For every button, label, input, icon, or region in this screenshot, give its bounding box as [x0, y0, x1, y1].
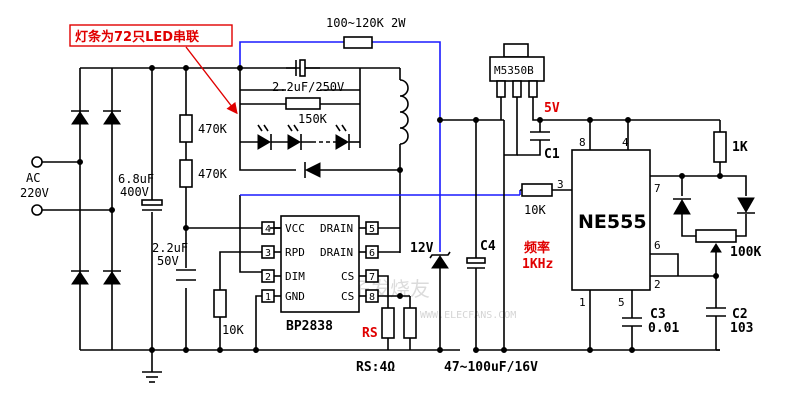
ne555-pin-1: 1: [579, 296, 586, 309]
resistor-top: [343, 36, 373, 49]
r10k-dim-label: 10K: [222, 323, 244, 337]
diode-pin7-a-icon: [673, 198, 691, 215]
cap-led-label: 2.2uF/250V: [272, 80, 344, 94]
zener-label: 12V: [410, 241, 434, 256]
cap-vcc-value: 2.2uF: [152, 241, 188, 255]
ground-icon: [142, 371, 162, 383]
capacitor-vcc: 2.2uF 50V: [152, 241, 196, 281]
bp2838-pin-label-left: DIM: [285, 270, 305, 283]
led-section: 2.2uF/250V 150K: [239, 59, 409, 253]
ne555-pin-8: 8: [579, 136, 586, 149]
rs-label: RS: [362, 326, 378, 341]
freewheel-diode-icon: [304, 162, 321, 178]
bp2838-pin-num-left: 2: [265, 272, 271, 283]
bp2838-pin-label-right: CS: [341, 270, 354, 283]
capacitor-c3: C3 0.01: [622, 290, 679, 350]
led-icon-2: [287, 124, 302, 150]
ne555-pin-6: 6: [654, 239, 661, 252]
regulator-m5350b: M5350B: [489, 43, 545, 98]
c3-label: C3: [650, 307, 666, 322]
watermark-sub: WWW.ELECFANS.COM: [420, 310, 516, 321]
r10k-555-label: 10K: [524, 203, 546, 217]
bridge-diode-2: [103, 110, 121, 125]
c2-label: C2: [732, 307, 748, 322]
diode-pin7-b-icon: [737, 197, 755, 214]
bp2838-pin-num-left: 4: [265, 224, 271, 235]
resistor-rs-1: [381, 307, 395, 339]
bp2838-pin-label-right: DRAIN: [320, 222, 353, 235]
rail-5v-label: 5V: [544, 101, 560, 116]
led-icon-1: [257, 124, 272, 150]
chip-ne555: NE555 8 4 3 7 6 2 1 5: [557, 136, 661, 309]
resistor-rs-2: [403, 307, 417, 339]
freq-value: 1KHz: [522, 257, 553, 272]
zener-icon: [429, 251, 451, 350]
ne555-pin-2: 2: [654, 278, 661, 291]
potentiometer-100k: [695, 229, 737, 243]
c4-label: C4: [480, 239, 496, 254]
rs-value: RS:4Ω: [356, 360, 395, 375]
bridge-diode-4: [103, 270, 121, 285]
r150k-label: 150K: [298, 112, 328, 126]
cap-vcc-rating: 50V: [157, 254, 179, 268]
freq-label: 频率: [524, 240, 550, 256]
capacitor-bulk: 6.8uF 400V: [118, 65, 163, 372]
ne555-pin-7: 7: [654, 182, 661, 195]
ne555-pin-3: 3: [557, 178, 564, 191]
inductor-icon: [399, 68, 409, 253]
capacitor-c2: C2 103: [706, 307, 753, 350]
resistor-470k-b: 470K: [179, 159, 228, 353]
c1-label: C1: [544, 147, 560, 162]
ac-voltage-label: 220V: [20, 186, 49, 200]
resistor-1k: [713, 131, 727, 163]
cap-bulk-rating: 400V: [120, 185, 149, 199]
bp2838-pin-num-left: 1: [265, 292, 271, 303]
led-icon-3: [335, 124, 350, 150]
bp2838-pin-label-left: VCC: [285, 222, 305, 235]
ac-terminal-bottom: [31, 204, 43, 216]
r470b-label: 470K: [198, 167, 228, 181]
bridge-diode-1: [71, 110, 89, 125]
r470a-label: 470K: [198, 122, 228, 136]
bp2838-pin-num-left: 3: [265, 248, 271, 259]
annotation: 灯条为72只LED串联: [69, 24, 238, 115]
bridge-diode-3: [71, 270, 89, 285]
regulator-label: M5350B: [494, 64, 534, 77]
bp2838-pin-num-right: 7: [369, 272, 375, 283]
bp2838-pin-label-right: CS: [341, 290, 354, 303]
bp2838-pin-label-left: RPD: [285, 246, 305, 259]
bp2838-pin-label-right: DRAIN: [320, 246, 353, 259]
bp2838-pin-num-right: 6: [369, 248, 375, 259]
ne555-pin-5: 5: [618, 296, 625, 309]
ne555-pin-4: 4: [622, 136, 629, 149]
ac-terminal-top: [31, 156, 43, 168]
pot-label: 100K: [730, 245, 761, 260]
c3-value: 0.01: [648, 321, 679, 336]
capacitor-c1: C1: [517, 120, 560, 162]
cap-bulk-value: 6.8uF: [118, 172, 154, 186]
r-top-label: 100~120K 2W: [326, 16, 406, 30]
resistor-470k-a: 470K: [179, 65, 228, 160]
bp2838-pin-label-left: GND: [285, 290, 305, 303]
ac-input: AC 220V: [20, 156, 112, 216]
ac-label: AC: [26, 171, 40, 185]
bridge-rectifier: [71, 67, 460, 351]
chip-ne555-name: NE555: [578, 211, 647, 233]
resistor-10k-dim: [213, 289, 227, 318]
r1k-label: 1K: [732, 140, 748, 155]
chip-bp2838-name: BP2838: [286, 319, 333, 334]
c2-value: 103: [730, 321, 753, 336]
bp2838-pin-num-right: 5: [369, 224, 375, 235]
annotation-text: 灯条为72只LED串联: [75, 29, 199, 45]
resistor-10k-555: [521, 183, 553, 197]
resistor-150k: [285, 97, 321, 110]
c4-value: 47~100uF/16V: [444, 360, 538, 375]
bp2838-pin-num-right: 8: [369, 292, 375, 303]
